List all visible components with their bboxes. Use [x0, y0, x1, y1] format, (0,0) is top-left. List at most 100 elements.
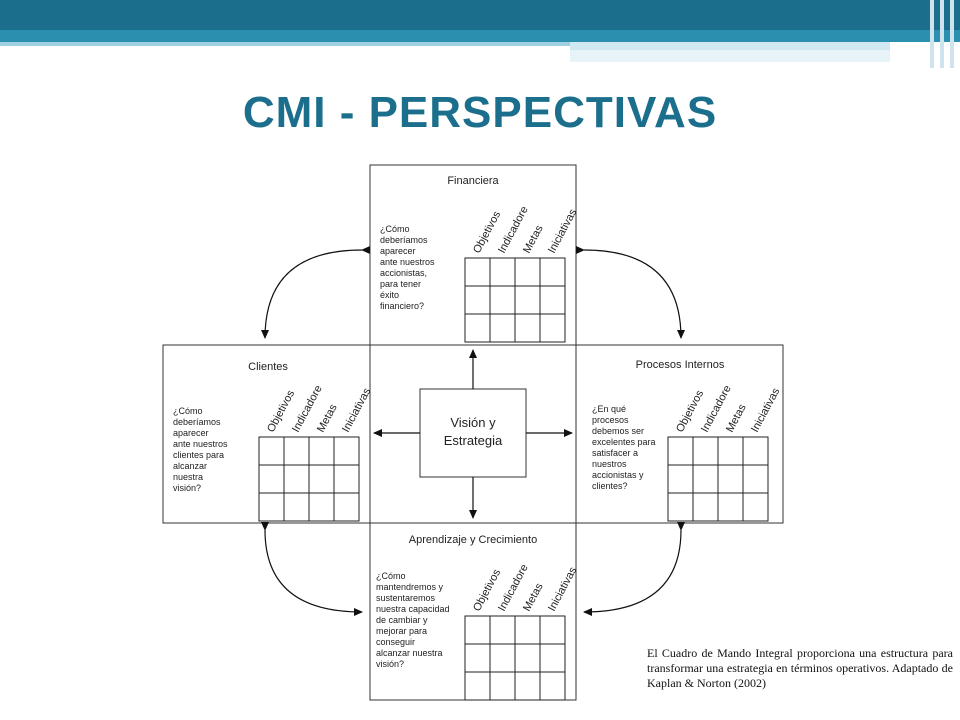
grid-cell	[539, 313, 566, 343]
question-line: de cambiar y	[376, 615, 428, 625]
corner-bar	[940, 0, 944, 68]
curve-top-left	[261, 245, 371, 339]
question-line: debemos ser	[592, 426, 644, 436]
question-line: accionistas y	[592, 470, 644, 480]
header-band	[0, 0, 960, 30]
grid-cell	[489, 615, 516, 645]
grid-cell	[283, 492, 310, 522]
question-line: satisfacer a	[592, 448, 638, 458]
label-financiera: Financiera	[447, 175, 499, 187]
column-header: Iniciativas	[546, 565, 580, 614]
grid-cell	[514, 671, 541, 701]
question-line: ¿Cómo	[380, 224, 410, 234]
question-line: ¿Cómo	[173, 406, 203, 416]
header-band-line	[0, 42, 570, 46]
question-line: ¿Cómo	[376, 571, 406, 581]
curve-bottom-right	[583, 521, 686, 616]
grid-cell	[539, 257, 566, 287]
grid-cell	[514, 285, 541, 315]
label-procesos: Procesos Internos	[636, 359, 725, 371]
grid-cell	[667, 436, 694, 466]
question-line: visión?	[376, 659, 404, 669]
grid-cell	[464, 643, 491, 673]
grid-cell	[333, 464, 360, 494]
question-line: sustentaremos	[376, 593, 436, 603]
grid-cell	[514, 643, 541, 673]
question-line: accionistas,	[380, 268, 427, 278]
grid-cell	[539, 643, 566, 673]
question-line: nuestros	[592, 459, 627, 469]
curved-arrows	[260, 245, 686, 616]
grid-cell	[717, 464, 744, 494]
grid-cell	[717, 436, 744, 466]
grid-cell	[464, 313, 491, 343]
grid-cell	[514, 615, 541, 645]
caption: El Cuadro de Mando Integral proporciona …	[647, 646, 953, 690]
label-aprendizaje: Aprendizaje y Crecimiento	[409, 534, 537, 546]
grid-cell	[464, 671, 491, 701]
grid-cell	[283, 436, 310, 466]
grid-cell	[283, 464, 310, 494]
grid-cell	[539, 671, 566, 701]
corner-bar	[930, 0, 934, 68]
grid-cell	[692, 492, 719, 522]
grid-cell	[742, 492, 769, 522]
grid-cell	[258, 464, 285, 494]
column-header: Metas	[521, 581, 546, 614]
grid-cell	[539, 615, 566, 645]
grid-cell	[539, 285, 566, 315]
grid-cell	[464, 285, 491, 315]
grid-cell	[742, 464, 769, 494]
header-band-fade-light	[570, 50, 890, 62]
question-line: aparecer	[173, 428, 209, 438]
curve-bottom-left	[260, 521, 363, 616]
grid-cell	[667, 464, 694, 494]
question-line: ante nuestros	[380, 257, 435, 267]
grid-cell	[308, 492, 335, 522]
grid-cell	[258, 492, 285, 522]
grid-cell	[464, 257, 491, 287]
grid-cell	[308, 464, 335, 494]
grid-cell	[514, 257, 541, 287]
question-line: clientes?	[592, 481, 628, 491]
column-header: Metas	[724, 402, 749, 435]
question-line: visión?	[173, 483, 201, 493]
column-header: Iniciativas	[340, 386, 374, 435]
grid-cell	[489, 671, 516, 701]
question-line: aparecer	[380, 246, 416, 256]
question-line: financiero?	[380, 301, 424, 311]
grid-cell	[489, 257, 516, 287]
center-arrows	[373, 349, 573, 519]
question-line: procesos	[592, 415, 629, 425]
question-line: conseguir	[376, 637, 415, 647]
grid-cell	[464, 615, 491, 645]
header-band-fade	[570, 42, 890, 50]
grid-cell	[514, 313, 541, 343]
column-header: Iniciativas	[749, 386, 783, 435]
grid-cell	[333, 492, 360, 522]
question-line: ¿En qué	[592, 404, 626, 414]
grid-cell	[692, 436, 719, 466]
vision-line2: Estrategia	[444, 433, 503, 448]
corner-bar	[950, 0, 954, 68]
grid-cell	[489, 285, 516, 315]
grid-cell	[717, 492, 744, 522]
grid-cell	[258, 436, 285, 466]
label-clientes: Clientes	[248, 361, 288, 373]
question-line: éxito	[380, 290, 399, 300]
grid-cell	[489, 643, 516, 673]
question-line: nuestra capacidad	[376, 604, 450, 614]
question-line: deberíamos	[173, 417, 221, 427]
vision-line1: Visión y	[450, 415, 496, 430]
grid-cell	[667, 492, 694, 522]
grid-cell	[742, 436, 769, 466]
question-line: mejorar para	[376, 626, 427, 636]
